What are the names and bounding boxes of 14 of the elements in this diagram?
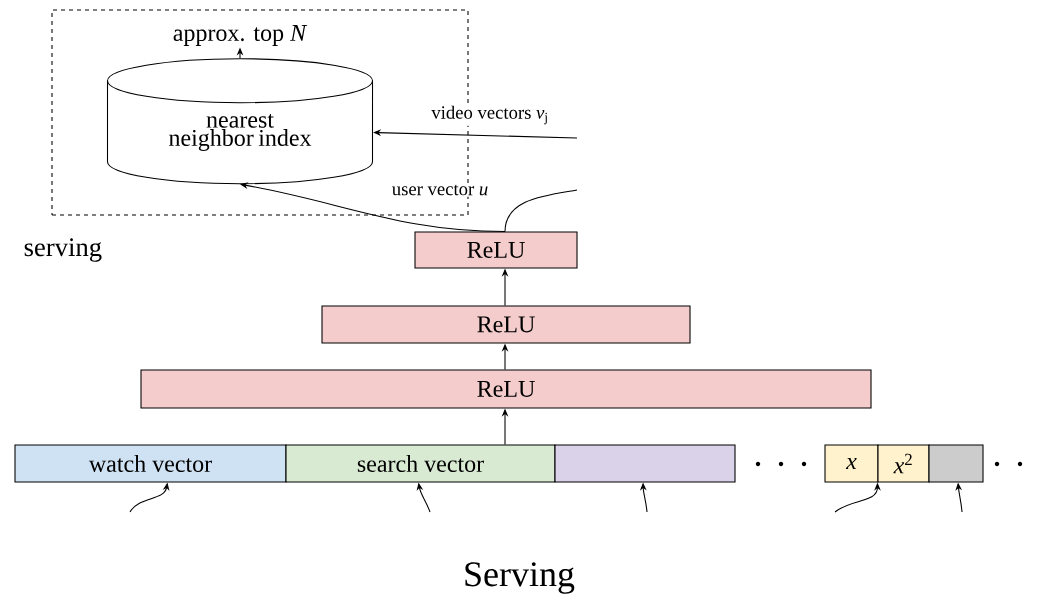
caption: Serving — [465, 562, 575, 594]
layer-box: search vector — [285, 444, 556, 483]
layer-box: ReLU — [321, 305, 691, 344]
layer-box: x — [824, 444, 879, 483]
output-text: approx. top N — [173, 25, 308, 46]
layer-box: ReLU — [140, 369, 872, 409]
database-cylinder: nearest neighbor index — [106, 58, 374, 185]
layer-box: ReLU — [414, 231, 578, 269]
region-label: serving — [24, 238, 102, 262]
arrow — [240, 182, 506, 232]
layer-box: x$^{2}$ — [877, 444, 930, 483]
layer-box: watch vector — [14, 444, 287, 483]
edge-label: user vector u — [390, 183, 490, 197]
edge-label: video vectors v$_{j}$ — [430, 104, 550, 126]
